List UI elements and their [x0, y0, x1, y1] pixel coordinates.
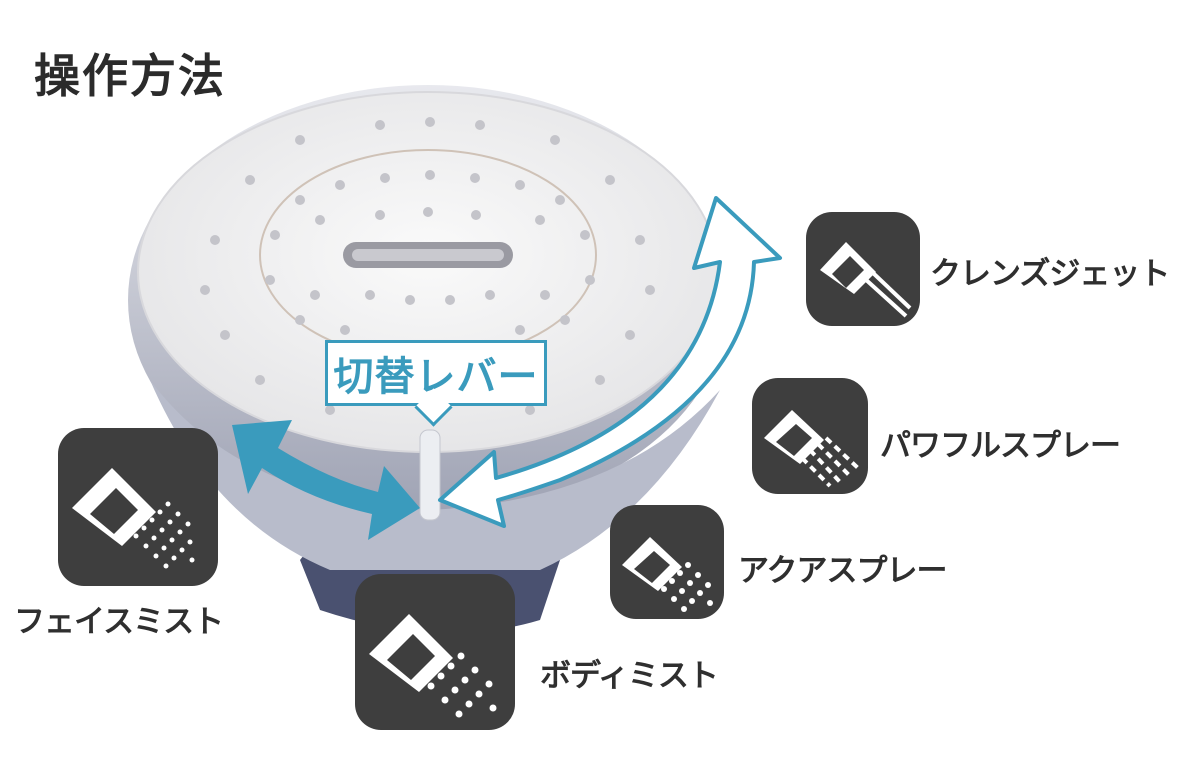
face-mist-icon	[58, 428, 218, 586]
page-title: 操作方法	[34, 49, 226, 103]
mode-label-powerful: パワフルスプレー	[880, 428, 1121, 464]
mode-label-aqua: アクアスプレー	[738, 553, 947, 589]
mode-label-face: フェイスミスト	[14, 604, 224, 640]
switch-lever	[419, 429, 441, 521]
left-switch-arrow	[232, 420, 420, 540]
mode-label-body: ボディミスト	[540, 658, 719, 694]
nozzle-holes	[200, 117, 655, 415]
mode-label-jet: クレンズジェット	[930, 256, 1170, 292]
body-mist-icon	[355, 574, 515, 730]
powerful-spray-icon	[752, 378, 868, 494]
right-switch-arrow	[438, 196, 782, 528]
jet-stream-icon	[806, 212, 920, 326]
lever-callout: 切替レバー	[325, 340, 547, 406]
aqua-spray-icon	[610, 505, 724, 619]
